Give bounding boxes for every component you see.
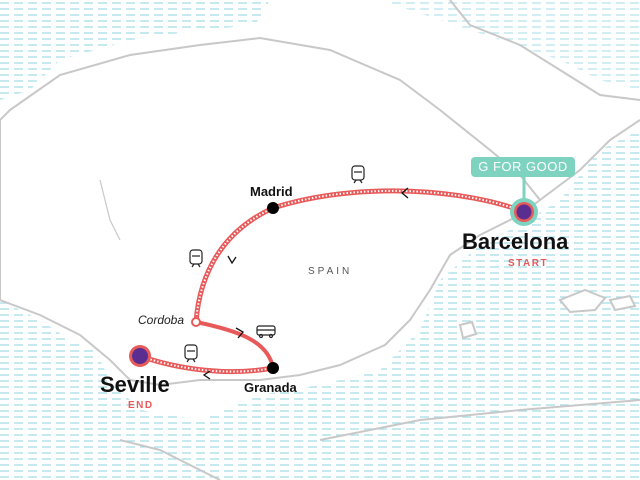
madrid-label: Madrid [250,184,293,199]
granada-marker[interactable] [267,362,279,374]
direction-arrow-icon [235,327,244,339]
direction-arrow-icon [202,370,211,380]
route [139,187,525,380]
madrid-marker[interactable] [267,202,279,214]
cordoba-marker[interactable] [191,317,201,327]
granada-label: Granada [244,380,297,395]
seville-label: Seville [100,372,170,397]
start-label: START [508,258,549,269]
train-icon [189,249,203,268]
train-icon [351,165,365,184]
barcelona-label: Barcelona [462,229,569,254]
cordoba-label: Cordoba [138,313,185,327]
seville-marker[interactable] [129,345,151,367]
bus-icon [256,325,276,339]
country-label: SPAIN [308,266,353,277]
end-label: END [128,400,154,411]
direction-arrow-icon [227,255,237,265]
g-for-good-badge[interactable]: G FOR GOOD [471,157,575,177]
direction-arrow-icon [400,187,409,199]
train-icon [184,344,198,363]
barcelona-marker[interactable] [510,198,538,226]
